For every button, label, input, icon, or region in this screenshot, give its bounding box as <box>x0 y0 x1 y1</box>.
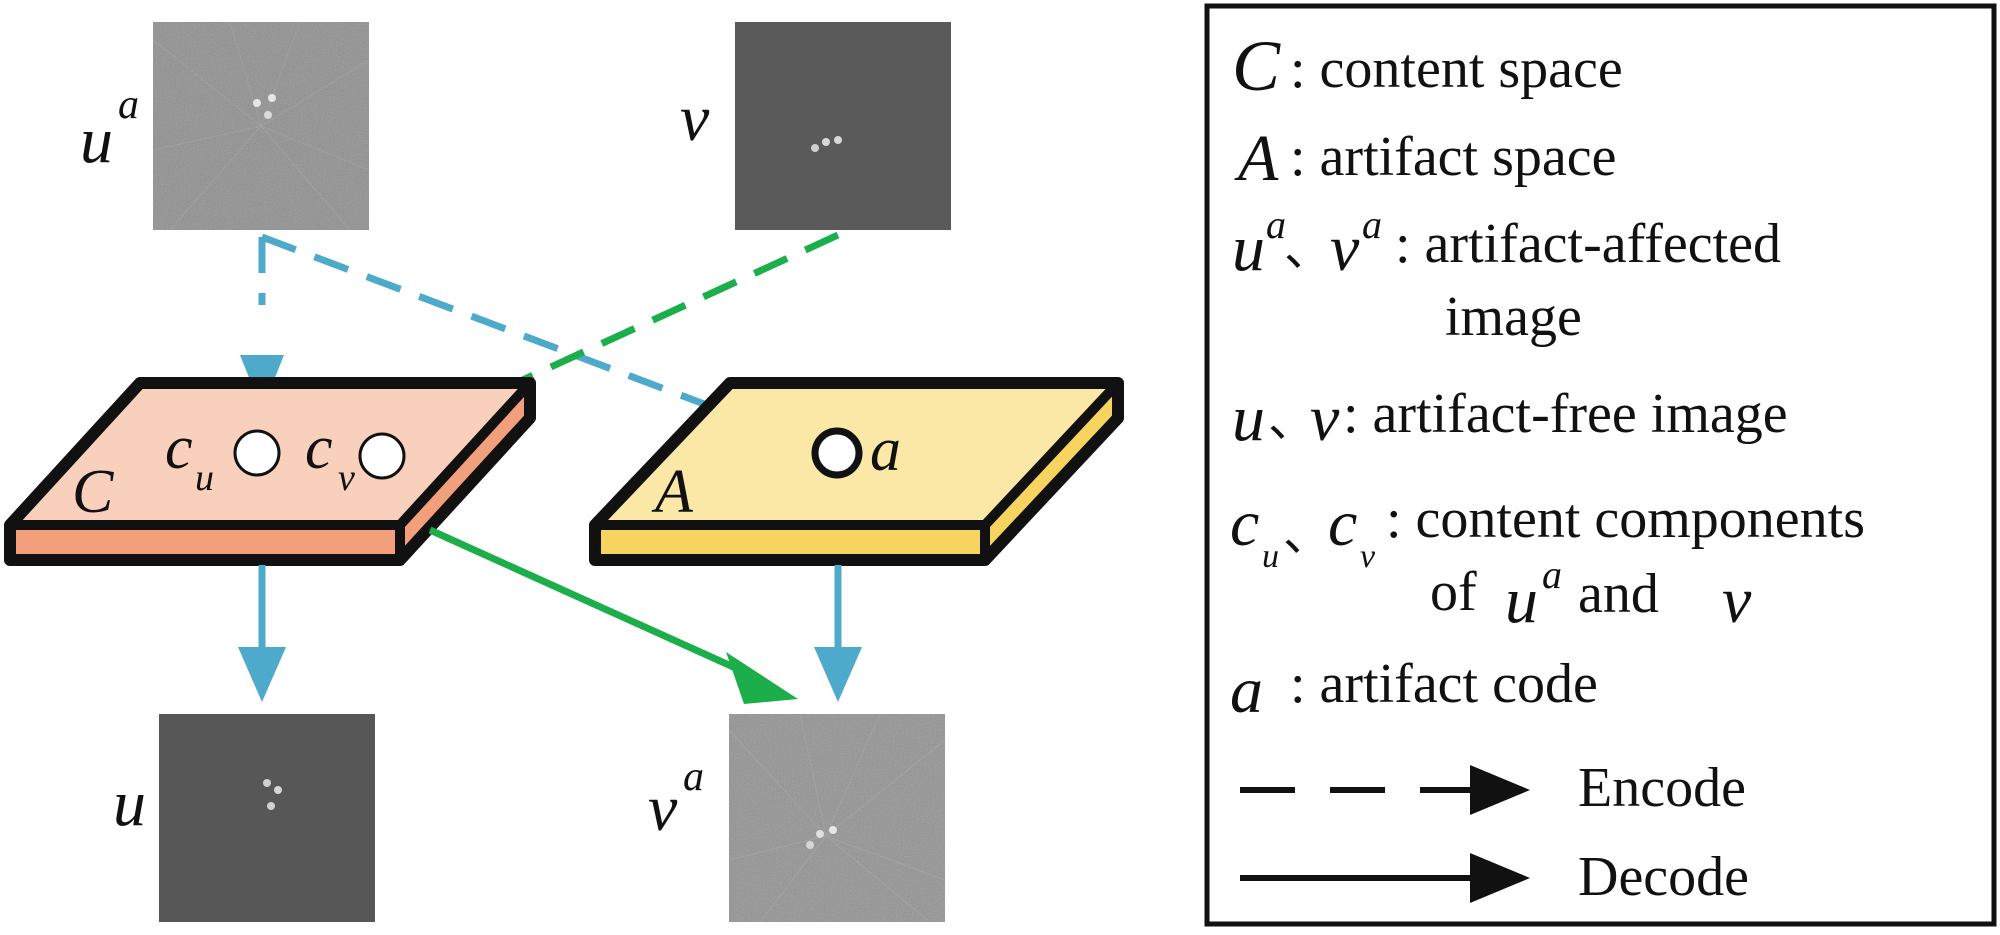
encode-arrow-v-to-content <box>488 231 840 399</box>
legend-encode-arrowhead <box>1470 765 1530 815</box>
image-u <box>159 714 375 922</box>
svg-text:、: 、 <box>1284 223 1332 276</box>
content-component-cu: c u <box>165 414 281 499</box>
svg-text:and: and <box>1578 563 1659 625</box>
svg-text:c: c <box>1230 487 1259 560</box>
legend-artifact-free: u 、 v : artifact-free image <box>1232 382 1788 455</box>
svg-text:: artifact-affected: : artifact-affected <box>1395 213 1781 275</box>
artifact-code-label: a <box>870 416 901 484</box>
content-space-label: C <box>72 458 114 526</box>
legend-artifact-code: a : artifact code <box>1230 653 1598 727</box>
svg-text:u: u <box>1232 382 1265 455</box>
artifact-space-front <box>595 525 985 560</box>
svg-text:a: a <box>1362 202 1382 247</box>
image-va-label: v a <box>648 754 704 845</box>
decode-arrow-content-to-va-head <box>726 652 798 704</box>
decode-arrow-content-to-va <box>428 526 742 674</box>
legend-box <box>1204 3 1997 927</box>
image-v-label: v <box>680 82 710 155</box>
svg-text:: artifact-free image: : artifact-free image <box>1343 383 1788 445</box>
svg-text:v: v <box>648 772 678 845</box>
content-space-front <box>10 525 400 560</box>
svg-text:v: v <box>1360 538 1376 575</box>
svg-text:a: a <box>1230 654 1263 727</box>
content-component-cv-node <box>358 432 406 480</box>
legend-content-components: c u 、 c v : content components of u a an… <box>1230 487 1865 637</box>
svg-text:v: v <box>338 457 355 499</box>
legend-encode: Encode <box>1240 757 1746 819</box>
svg-text:: artifact space: : artifact space <box>1290 126 1616 188</box>
svg-text:v: v <box>1310 382 1340 455</box>
legend-decode-label: Decode <box>1578 846 1749 908</box>
artifact-code-node <box>811 427 863 479</box>
svg-text:C: C <box>1232 26 1281 106</box>
image-ua <box>152 21 370 231</box>
svg-text:u: u <box>1505 564 1538 637</box>
svg-text:、: 、 <box>1283 508 1331 561</box>
svg-text:: content space: : content space <box>1290 38 1623 100</box>
svg-text:: artifact code: : artifact code <box>1290 653 1598 715</box>
svg-text:u: u <box>1232 212 1265 285</box>
content-component-cv: c v <box>305 414 406 499</box>
svg-text:image: image <box>1445 286 1582 348</box>
svg-text:u: u <box>195 457 214 499</box>
svg-text:of: of <box>1430 561 1477 623</box>
svg-text:v: v <box>1330 212 1360 285</box>
svg-text:u: u <box>1262 538 1279 575</box>
svg-text:u: u <box>80 104 113 177</box>
svg-text:a: a <box>683 754 704 800</box>
legend-decode-arrowhead <box>1470 853 1530 903</box>
legend-artifact-affected: u a 、 v a : artifact-affected image <box>1232 202 1781 348</box>
svg-text:A: A <box>1234 122 1279 195</box>
legend-encode-label: Encode <box>1578 757 1746 819</box>
svg-text:c: c <box>165 414 193 482</box>
decode-arrow-content-to-u-head <box>238 647 286 702</box>
svg-text:、: 、 <box>1268 394 1316 447</box>
svg-text:a: a <box>118 82 139 128</box>
image-v <box>735 22 951 230</box>
image-va <box>728 713 946 923</box>
legend-content-space: C : content space <box>1232 26 1623 106</box>
legend-artifact-space: A : artifact space <box>1234 122 1616 195</box>
content-component-cu-node <box>233 429 281 477</box>
svg-text:c: c <box>305 414 333 482</box>
legend-decode: Decode <box>1240 846 1749 908</box>
svg-text:a: a <box>1542 552 1562 597</box>
svg-text:: content components: : content components <box>1386 488 1865 550</box>
decode-arrow-artifact-to-va-head <box>814 647 862 702</box>
svg-text:v: v <box>1722 564 1752 637</box>
artifact-space-label: A <box>651 458 694 526</box>
svg-text:c: c <box>1328 487 1357 560</box>
svg-text:a: a <box>1266 202 1286 247</box>
encode-arrow-ua-to-artifact <box>260 233 722 414</box>
image-ua-label: u a <box>80 82 139 177</box>
image-u-label: u <box>113 767 146 840</box>
